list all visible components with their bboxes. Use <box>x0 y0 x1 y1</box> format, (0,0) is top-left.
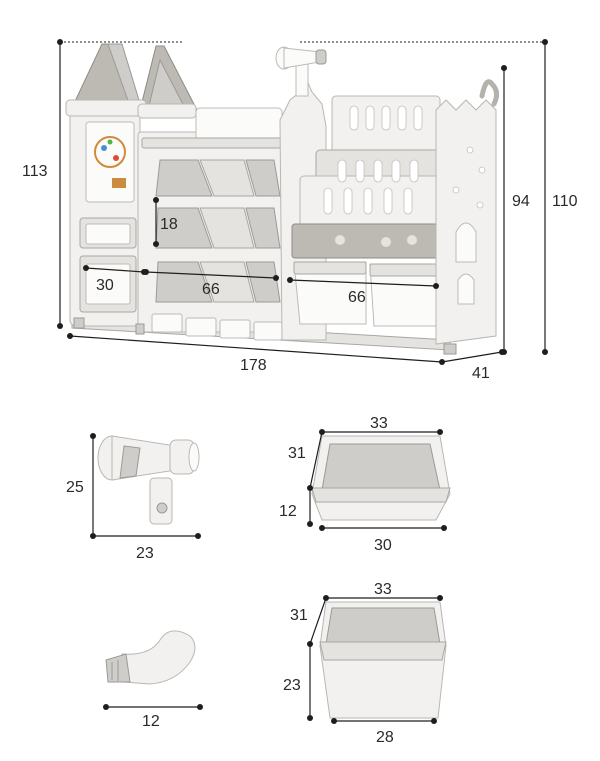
shallow-bin-top-width-label: 33 <box>370 415 388 432</box>
deep-bin-depth-label: 31 <box>290 607 308 624</box>
bin-row-width-label: 66 <box>202 281 220 298</box>
main-dimension-labels: 113 18 30 66 66 178 41 94 110 <box>22 163 578 382</box>
telescope-image <box>97 435 200 525</box>
shallow-bin-accessory: 33 31 12 30 <box>279 415 451 554</box>
hook-image <box>105 630 196 685</box>
main-dimension-lines <box>57 39 548 365</box>
middle-bin-section <box>135 107 287 341</box>
max-height-label: 110 <box>552 193 578 210</box>
hook-accessory: 12 <box>103 630 203 730</box>
deep-bin-accessory: 33 31 23 28 <box>283 581 447 746</box>
toy-storage-shelf-illustration <box>65 43 500 355</box>
hook-width-label: 12 <box>142 713 160 730</box>
drawing-board <box>85 121 135 203</box>
total-width-label: 178 <box>240 357 267 374</box>
telescope-on-tower <box>275 46 327 70</box>
right-bin-width-label: 66 <box>348 289 366 306</box>
deep-bin-top-width-label: 33 <box>374 581 392 598</box>
shallow-bin-image <box>311 435 451 521</box>
front-panel <box>291 223 443 259</box>
small-bin-width-label: 30 <box>96 277 114 294</box>
telescope-accessory: 25 23 <box>66 433 201 562</box>
shallow-bin-bottom-width-label: 30 <box>374 537 392 554</box>
shelf-height-label: 18 <box>160 216 178 233</box>
left-castle-tower <box>65 43 199 329</box>
deep-bin-height-label: 23 <box>283 677 301 694</box>
deep-bin-bottom-width-label: 28 <box>376 729 394 746</box>
depth-label: 41 <box>472 365 490 382</box>
shallow-bin-height-label: 12 <box>279 503 297 520</box>
telescope-width-label: 23 <box>136 545 154 562</box>
shallow-bin-depth-label: 31 <box>288 445 306 462</box>
deep-bin-image <box>319 601 447 719</box>
overall-height-label: 113 <box>22 163 48 180</box>
right-bookshelf-castle <box>275 46 500 355</box>
telescope-height-label: 25 <box>66 479 84 496</box>
right-height-label: 94 <box>512 193 530 210</box>
